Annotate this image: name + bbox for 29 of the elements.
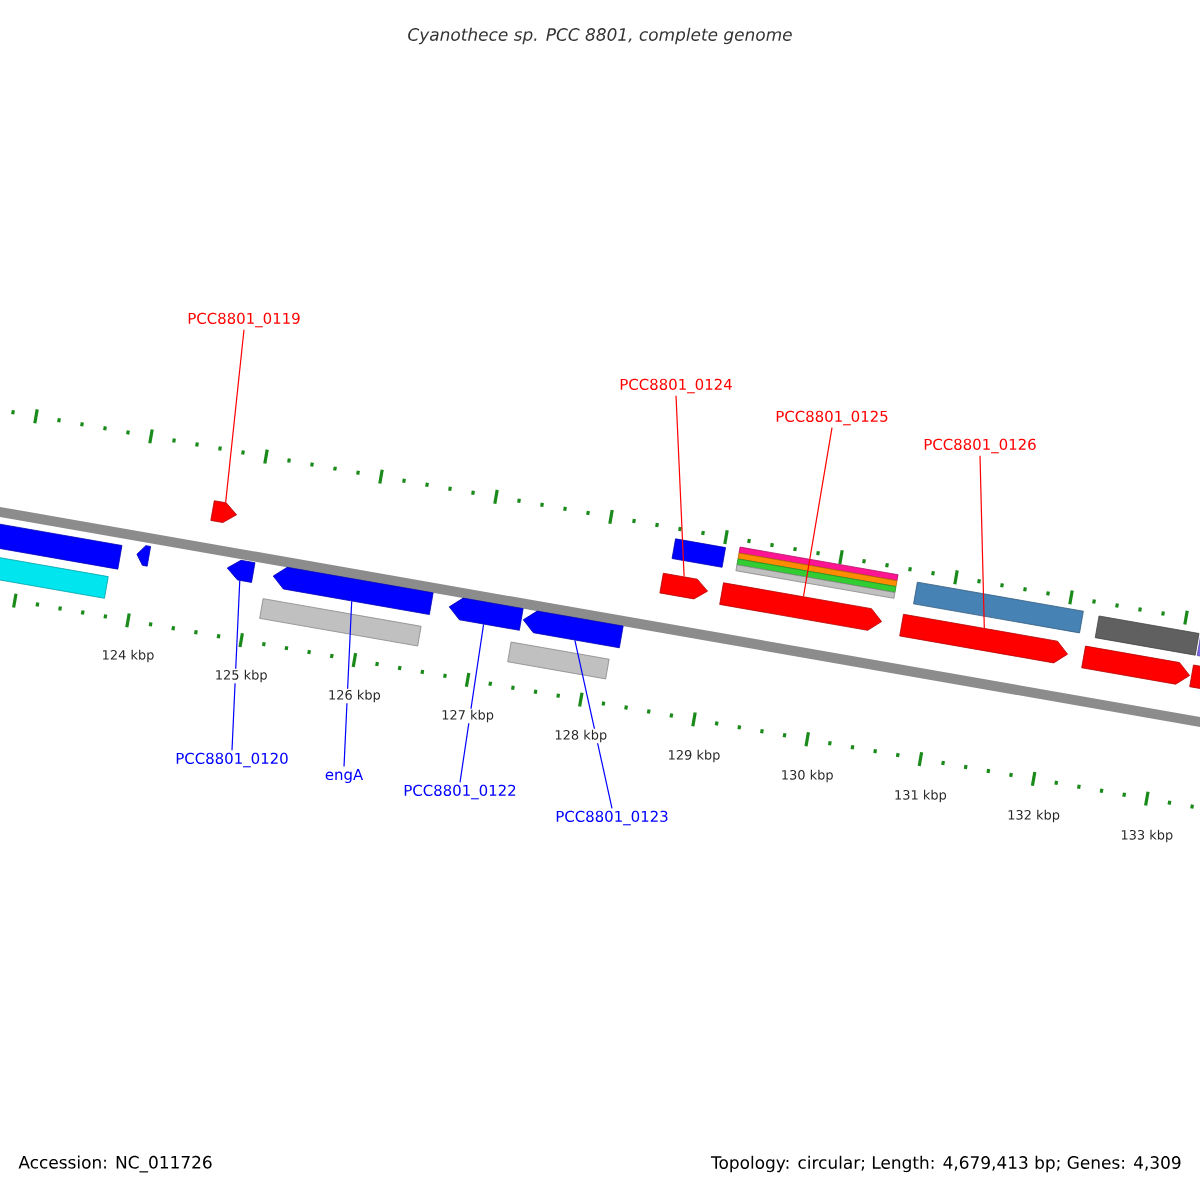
gene-feature [448,597,524,631]
leader-line [459,623,485,783]
gene-feature [913,581,1084,634]
gene-feature [719,582,882,631]
gene-feature [671,538,726,568]
gene-feature [507,641,610,680]
accession-text: Accession: NC_011726 [18,1155,212,1173]
leader-line [225,329,245,503]
gene-feature [210,500,237,523]
gene-feature [735,564,896,599]
title: Cyanothece sp. PCC 8801, complete genome [408,27,792,45]
gene-feature [0,553,109,599]
gene-feature [522,610,624,649]
gene-feature [1094,615,1200,656]
gene-feature [136,545,151,567]
leader-line [802,427,833,597]
leader-line [675,395,685,578]
leader-line [231,580,241,751]
gene-feature [659,572,708,600]
leader-line [343,600,353,768]
gene-feature [1189,664,1200,694]
gene-feature [226,559,256,583]
gene-feature [0,520,123,570]
leader-line [979,455,985,629]
genome-info-text: Topology: circular; Length: 4,679,413 bp; Genes: 4,309 [710,1155,1181,1173]
leader-line [574,639,613,809]
gene-feature [272,566,434,615]
gene-feature [259,598,422,647]
gene-feature [899,613,1068,664]
